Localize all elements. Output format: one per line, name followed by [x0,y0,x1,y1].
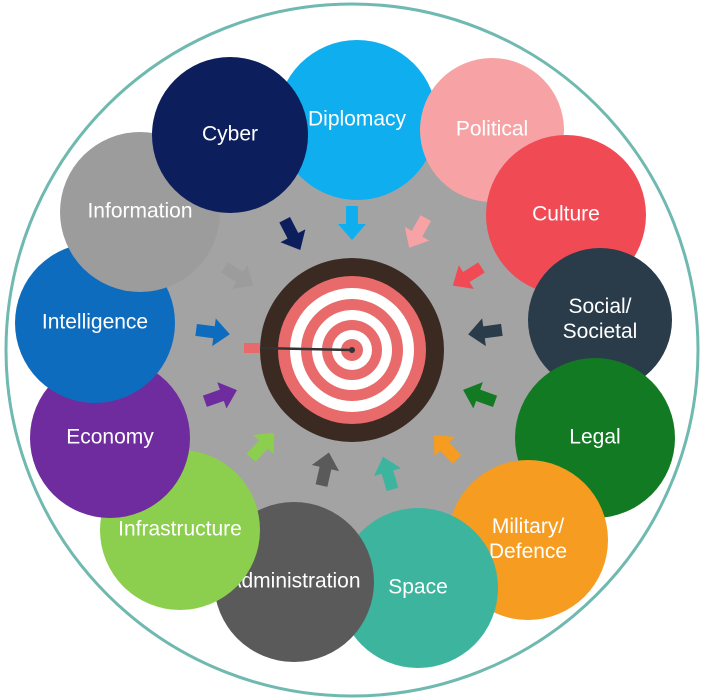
domain-nodes: Diplomacy PoliticalCultureSocial/Societal… [15,40,675,668]
node-social: Social/Societal [528,248,672,392]
diplomacy-arrow [338,206,366,240]
intelligence-label: Intelligence [42,311,148,334]
space-label: Space [388,576,448,599]
culture-label: Culture [532,203,600,226]
political-label: Political [456,118,528,141]
arrows-group [195,206,503,492]
diplomacy-label: Diplomacy [308,108,407,131]
intelligence-arrow [195,318,230,347]
social-label: Societal [563,320,638,343]
space-arrow [373,456,401,492]
legal-arrow [463,382,498,409]
administration-label: Administration [227,570,360,593]
diplomacy-circle [277,40,437,200]
information-label: Information [87,200,192,223]
infrastructure-arrow [246,432,275,462]
dart-flight [244,343,260,353]
political-arrow [404,215,432,248]
bullseye-target [244,258,444,442]
military-label: Military/ [492,515,564,538]
social-arrow [468,318,503,347]
node-diplomacy: Diplomacy [277,40,437,200]
node-cyber: Cyber [152,57,308,213]
infrastructure-label: Infrastructure [118,518,242,541]
social-circle [528,248,672,392]
military-arrow [433,435,462,464]
cyber-label: Cyber [202,123,258,146]
space-circle [338,508,498,668]
legal-label: Legal [569,426,620,449]
military-label: Defence [489,540,567,563]
dart-shaft [257,346,353,352]
culture-arrow [452,262,485,289]
information-arrow [221,262,254,289]
node-space: Space [338,508,498,668]
economy-arrow [202,382,237,409]
cyber-arrow [279,217,306,250]
administration-arrow [311,452,340,487]
social-label: Social/ [568,295,631,318]
dart-tip [349,347,355,353]
economy-label: Economy [66,426,154,449]
cyber-circle [152,57,308,213]
